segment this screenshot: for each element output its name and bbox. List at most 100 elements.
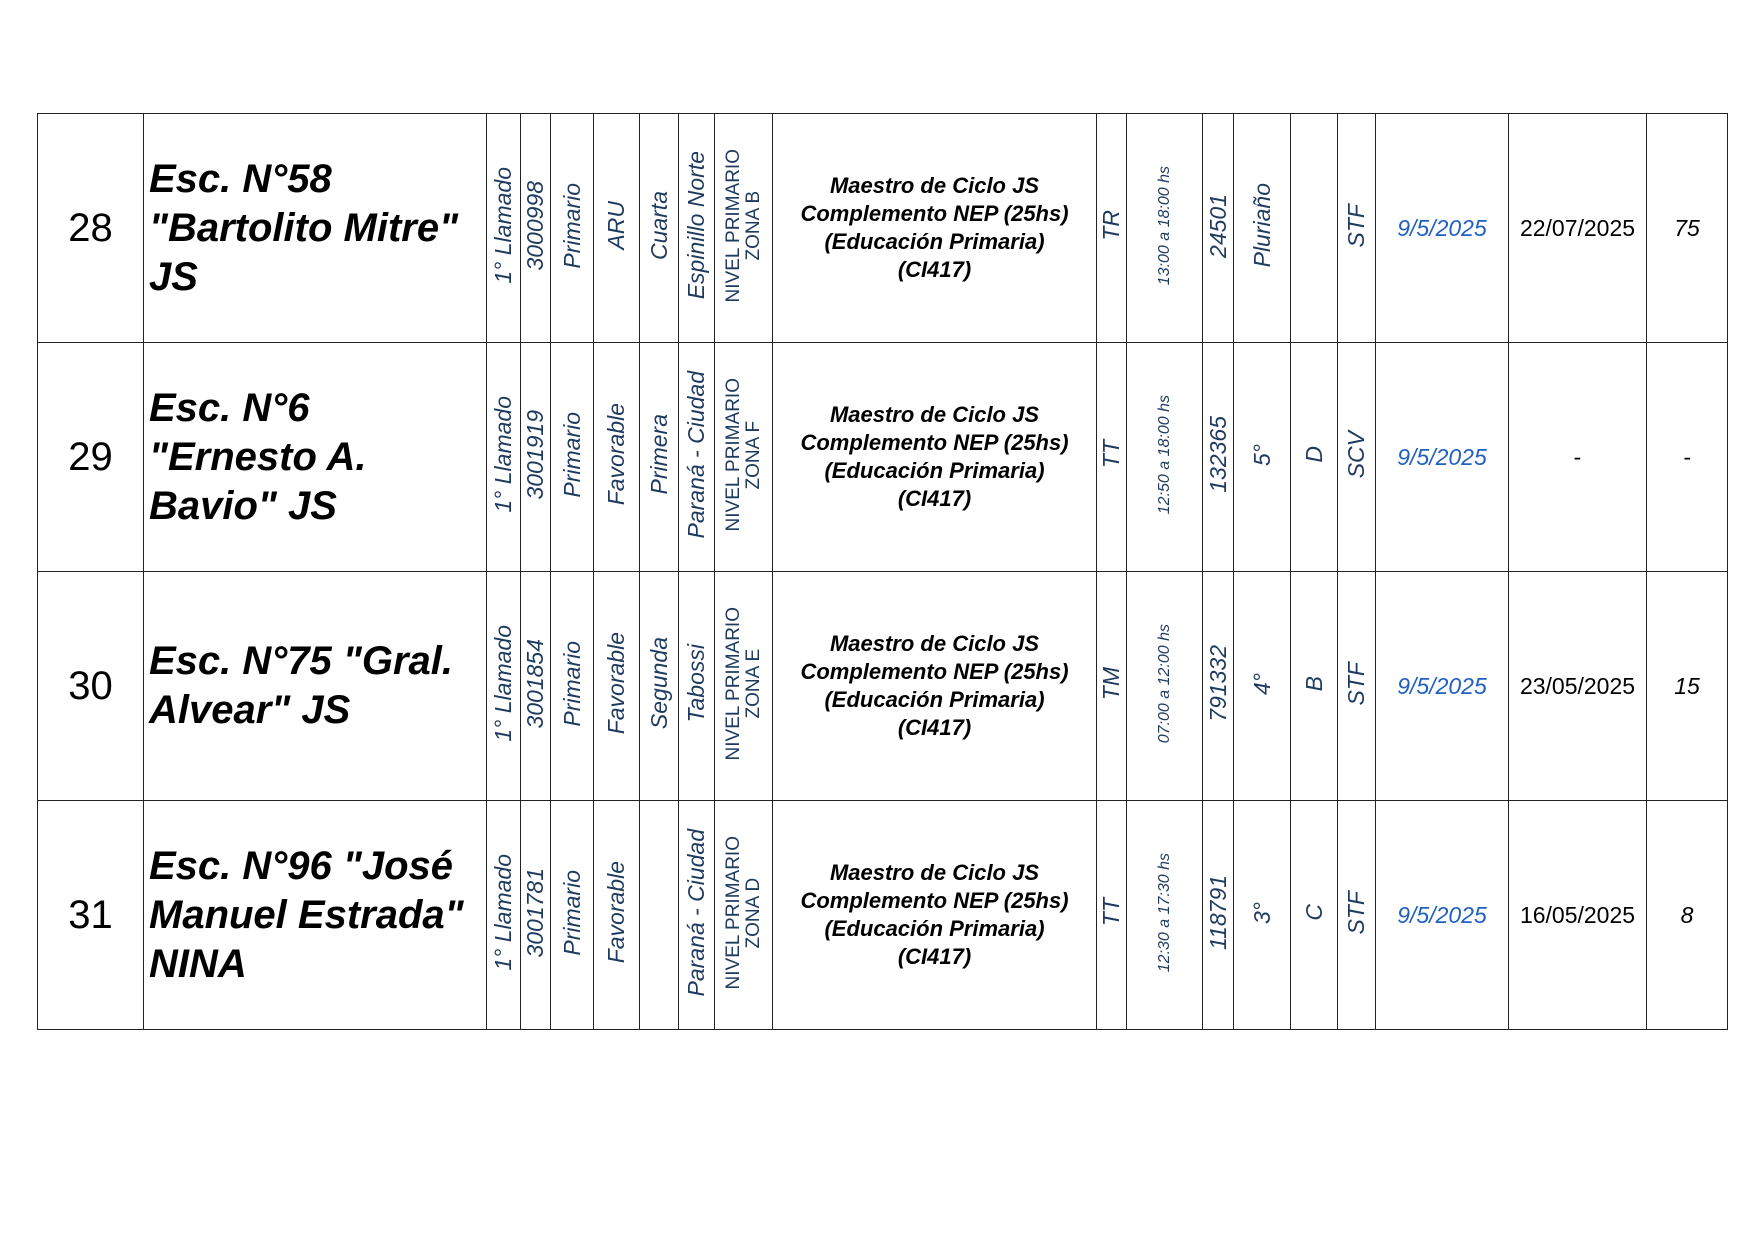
situacion-cell: SCV [1337,342,1376,572]
grado-cell: 3° [1233,800,1291,1030]
turno-cell: TM [1096,571,1127,801]
school-name: Esc. N°6 "Ernesto A. Bavio" JS [143,342,487,572]
supervision-line: NIVEL PRIMARIO [722,377,744,532]
nivel-cell: Primario [550,113,594,343]
school-code: 3001919 [522,409,548,500]
situacion-cell: STF [1337,113,1376,343]
cargo-line: Complemento NEP (25hs) [800,888,1069,913]
table-row: 28 Esc. N°58 "Bartolito Mitre" JS 1° Lla… [37,113,1728,343]
horario-cell: 12:30 a 17:30 hs [1126,800,1203,1030]
categoria: Segunda [645,637,672,730]
cargo-cell: Maestro de Ciclo JS Complemento NEP (25hs… [772,113,1097,343]
turno: TT [1098,898,1124,927]
nivel: Primario [558,182,585,269]
school-name: Esc. N°75 "Gral. Alvear" JS [143,571,487,801]
grado: 4° [1248,672,1275,695]
turno: TM [1098,666,1124,701]
categoria: Primera [645,414,672,495]
cargo-line: Maestro de Ciclo JS [829,173,1040,198]
nivel: Primario [558,411,585,498]
localidad-cell: Tabossi [678,571,715,801]
cargo-line: Complemento NEP (25hs) [800,201,1069,226]
cupof: 132365 [1204,416,1231,493]
fecha: 9/5/2025 [1375,342,1509,572]
grado: 3° [1248,901,1275,924]
cargo-line: (Educación Primaria) [824,229,1045,254]
zona-tipo-cell: Favorable [593,571,640,801]
horario: 12:50 a 18:00 hs [1155,394,1173,515]
zona-tipo: ARU [603,201,629,250]
turno-cell: TR [1096,113,1127,343]
grado: 5° [1248,443,1275,466]
seccion-cell [1290,113,1338,343]
cupof: 118791 [1204,874,1231,951]
hasta: 22/07/2025 [1508,113,1647,343]
fecha: 9/5/2025 [1375,800,1509,1030]
horario: 12:30 a 17:30 hs [1155,852,1173,973]
cargo-line: (CI417) [897,257,972,282]
localidad: Paraná - Ciudad [683,370,709,539]
school-code: 3001781 [522,867,548,958]
cargo-line: Maestro de Ciclo JS [829,631,1040,656]
cargo-line: (Educación Primaria) [824,458,1045,483]
cupof: 791332 [1204,645,1231,722]
horario: 07:00 a 12:00 hs [1155,623,1173,744]
cargo-line: (CI417) [897,486,972,511]
supervision-line: ZONA E [742,648,764,719]
grado-cell: 5° [1233,342,1291,572]
school-code: 3000998 [522,180,548,271]
localidad-cell: Espinillo Norte [678,113,715,343]
llamado: 1° Llamado [490,854,516,971]
zona-tipo: Favorable [603,861,629,964]
cargo-line: (Educación Primaria) [824,687,1045,712]
llamado-cell: 1° Llamado [486,800,521,1030]
seccion: B [1300,675,1327,692]
dias: 15 [1646,571,1728,801]
zona-tipo: Favorable [603,403,629,506]
turno-cell: TT [1096,342,1127,572]
cupof-cell: 24501 [1202,113,1234,343]
localidad: Paraná - Ciudad [683,828,709,997]
horario: 13:00 a 18:00 hs [1155,165,1173,286]
situacion: SCV [1343,430,1369,479]
row-number: 29 [37,342,144,572]
dias: 75 [1646,113,1728,343]
nivel-cell: Primario [550,342,594,572]
cargo-line: Complemento NEP (25hs) [800,659,1069,684]
zona-tipo: Favorable [603,632,629,735]
code-cell: 3001854 [520,571,551,801]
horario-cell: 12:50 a 18:00 hs [1126,342,1203,572]
table-row: 30 Esc. N°75 "Gral. Alvear" JS 1° Llamad… [37,571,1728,801]
cargo-line: Maestro de Ciclo JS [829,402,1040,427]
situacion-cell: STF [1337,571,1376,801]
cargo-cell: Maestro de Ciclo JS Complemento NEP (25hs… [772,342,1097,572]
cargo-line: (Educación Primaria) [824,916,1045,941]
nivel: Primario [558,640,585,727]
localidad: Tabossi [683,644,709,723]
fecha: 9/5/2025 [1375,113,1509,343]
school-name: Esc. N°58 "Bartolito Mitre" JS [143,113,487,343]
seccion-cell: D [1290,342,1338,572]
hasta: 23/05/2025 [1508,571,1647,801]
cupof-cell: 791332 [1202,571,1234,801]
nivel: Primario [558,869,585,956]
llamado-cell: 1° Llamado [486,342,521,572]
row-number: 30 [37,571,144,801]
nivel-cell: Primario [550,800,594,1030]
hasta: - [1508,342,1647,572]
cargo-line: Complemento NEP (25hs) [800,430,1069,455]
zona-tipo-cell: ARU [593,113,640,343]
supervision-line: ZONA F [742,420,764,489]
localidad-cell: Paraná - Ciudad [678,342,715,572]
seccion: C [1300,904,1327,921]
turno-cell: TT [1096,800,1127,1030]
grado: Pluriaño [1248,183,1275,268]
llamado: 1° Llamado [490,396,516,513]
situacion: STF [1343,661,1369,706]
school-name: Esc. N°96 "José Manuel Estrada" NINA [143,800,487,1030]
